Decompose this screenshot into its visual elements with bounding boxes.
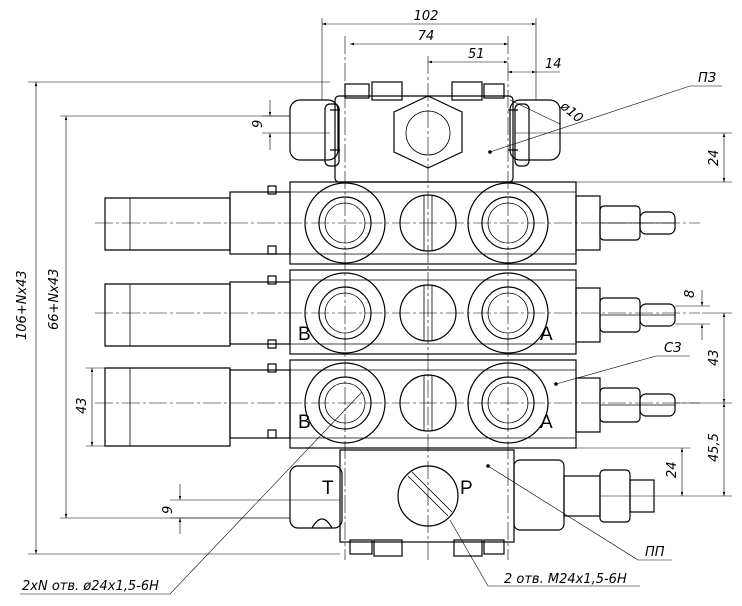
port-b-label: B <box>298 324 311 345</box>
dim-top-9-text: 9 <box>251 120 266 128</box>
top-dimensions <box>321 18 561 125</box>
callout-holes-right: 2 отв. M24x1,5-6H <box>504 572 627 587</box>
port-b-label: B <box>298 412 311 433</box>
dim-14-text: 14 <box>545 57 562 72</box>
axis-lines <box>95 36 700 560</box>
dim-right-24-top-text: 24 <box>707 149 722 166</box>
port-a-label: A <box>540 324 553 345</box>
callout-holes-left: 2xN отв. ø24x1,5-6H <box>22 579 159 594</box>
port-a-label: A <box>540 412 553 433</box>
dim-left-overall-text: 106+Nx43 <box>15 270 30 340</box>
section-2 <box>104 269 676 355</box>
port-p-label: P <box>460 478 473 499</box>
callout-pz: ПЗ <box>698 71 716 86</box>
dim-right-24-bottom-text: 24 <box>665 461 680 478</box>
dim-right-455-text: 45,5 <box>707 433 722 462</box>
callout-sz: СЗ <box>664 341 681 356</box>
section-3 <box>104 359 676 449</box>
dim-51-text: 51 <box>468 47 485 62</box>
dim-bottom-9-text: 9 <box>161 506 176 514</box>
dim-section-pitch-text: 43 <box>75 397 90 414</box>
dim-102-text: 102 <box>414 9 439 24</box>
callout-pp: ПП <box>645 545 665 560</box>
callout-leaders <box>20 85 722 595</box>
right-dimensions <box>515 132 732 497</box>
dim-right-43-text: 43 <box>707 349 722 366</box>
dim-right-8-text: 8 <box>683 290 698 298</box>
dim-74-text: 74 <box>418 29 435 44</box>
top-cover <box>289 81 561 183</box>
left-dimensions <box>28 81 340 555</box>
inlet-section <box>289 449 655 557</box>
dim-left-inner-text: 66+Nx43 <box>47 269 62 330</box>
port-t-label: T <box>322 478 334 499</box>
